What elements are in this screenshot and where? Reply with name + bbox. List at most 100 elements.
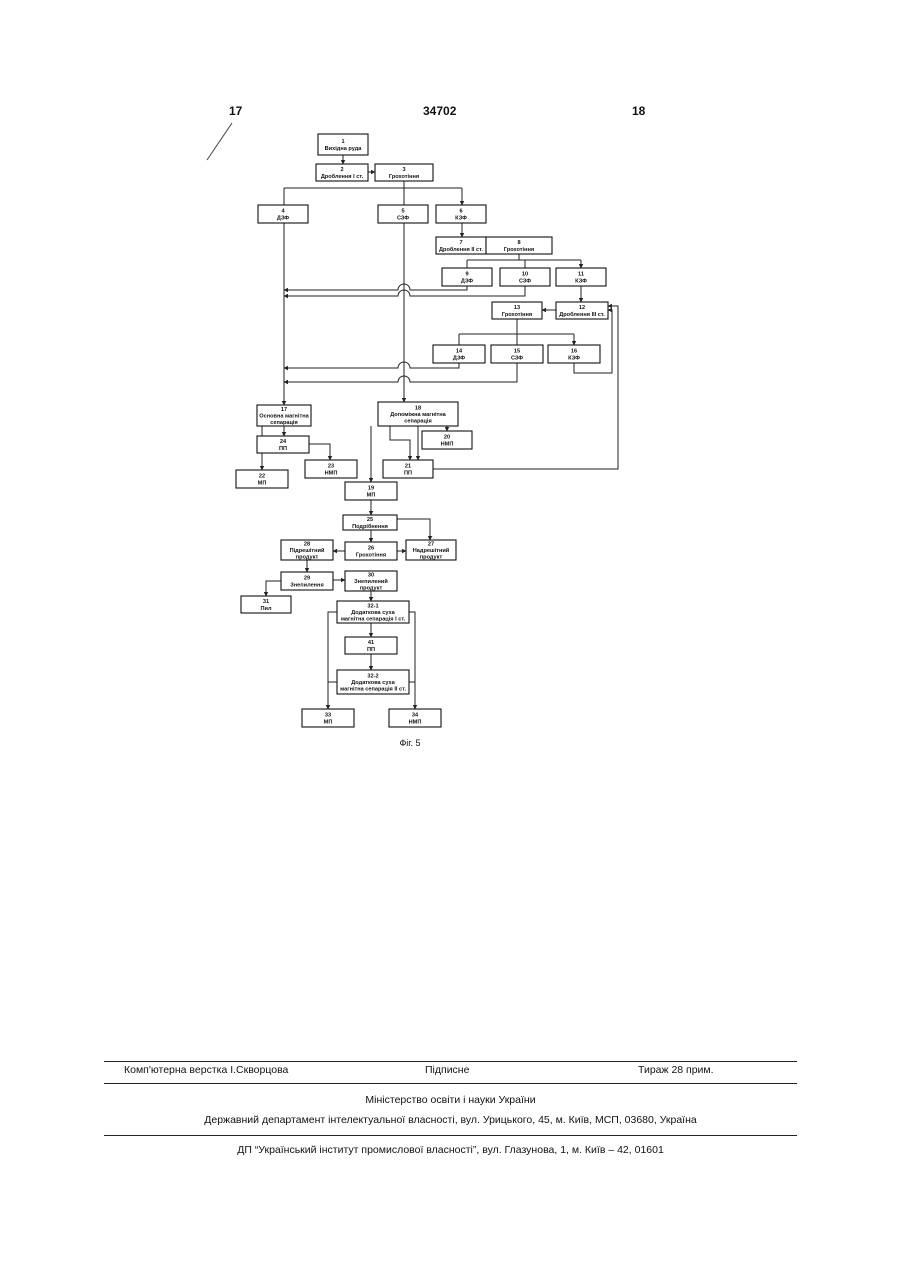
flow-box-number: 23 <box>328 464 334 470</box>
flow-box-label: Дроблення І ст. <box>321 173 364 180</box>
flow-box-label: Грохотіння <box>356 552 386 558</box>
flow-box-label: продукт <box>420 555 443 561</box>
department-line: Державний департамент інтелектуальної вл… <box>0 1114 901 1126</box>
flow-box: 8Грохотіння <box>486 237 552 254</box>
flow-box: 19МП <box>345 482 397 500</box>
flow-connector <box>284 181 462 205</box>
flow-box-number: 7 <box>459 240 462 246</box>
flow-box: 28Підрешітнийпродукт <box>281 540 333 561</box>
flow-box-label: КЗФ <box>455 215 467 221</box>
figure-caption: Фіг. 5 <box>0 738 820 748</box>
flow-box: 31Пил <box>241 596 291 613</box>
flow-box: 24ПП <box>257 436 309 453</box>
flow-box-label: КЗФ <box>568 355 580 361</box>
flow-box-label: Додаткова суха <box>351 680 395 686</box>
flow-box-label: сепарація <box>404 419 432 425</box>
flow-box-label: магнітна сепарація І ст. <box>341 617 406 623</box>
flow-box-label: ПП <box>279 446 287 452</box>
flow-box-number: 16 <box>571 349 577 355</box>
flow-box-label: НМП <box>441 441 454 447</box>
flow-box: 27Надрешітнийпродукт <box>406 540 456 561</box>
flow-box-number: 2 <box>340 167 343 173</box>
flow-box-label: Грохотіння <box>389 174 419 180</box>
flow-box-number: 27 <box>428 541 434 547</box>
flow-box: 33МП <box>302 709 354 727</box>
flow-box-number: 9 <box>465 272 468 278</box>
flow-box-label: ДЗФ <box>277 215 289 221</box>
flow-box-label: СЗФ <box>511 355 523 361</box>
flow-box: 21ПП <box>383 460 433 478</box>
flow-box-number: 32-2 <box>367 673 378 679</box>
flow-box-number: 26 <box>368 546 374 552</box>
flow-box: 7Дроблення ІІ ст. <box>436 237 486 254</box>
flow-box-label: Дроблення ІІІ ст. <box>559 311 605 318</box>
flow-box-number: 21 <box>405 464 411 470</box>
flow-box-number: 8 <box>517 240 520 246</box>
flow-box-label: магнітна сепарація ІІ ст. <box>340 687 406 693</box>
flow-box-label: Надрешітний <box>413 547 450 554</box>
flow-box-number: 1 <box>341 139 344 145</box>
flow-box-number: 32-1 <box>367 603 378 609</box>
flow-box-label: Основна магнітна <box>259 414 309 420</box>
flow-box-number: 15 <box>514 349 520 355</box>
flow-box: 41ПП <box>345 637 397 654</box>
flow-box-label: НМП <box>409 719 422 725</box>
flow-connector <box>266 581 281 596</box>
flow-box-label: ПП <box>367 647 375 653</box>
flow-box: 20НМП <box>422 431 472 449</box>
flow-box-label: МП <box>324 719 333 725</box>
flow-box-label: продукт <box>360 586 383 592</box>
flow-box-label: Подрібнення <box>352 523 388 530</box>
flow-box-label: КЗФ <box>575 278 587 284</box>
ministry-line: Міністерство освіти і науки України <box>0 1094 901 1106</box>
flow-connector <box>409 612 415 709</box>
flow-box-number: 17 <box>281 407 287 413</box>
flow-box-number: 5 <box>401 209 404 215</box>
circulation-note: Тираж 28 прим. <box>638 1064 714 1076</box>
flow-box: 4ДЗФ <box>258 205 308 223</box>
flow-box-number: 30 <box>368 572 374 578</box>
flow-connector <box>467 254 581 268</box>
flow-box-label: Дроблення ІІ ст. <box>439 246 483 253</box>
typesetting-credit: Комп'ютерна верстка І.Скворцова <box>124 1064 288 1076</box>
flow-box: 34НМП <box>389 709 441 727</box>
imprint-rule-top <box>104 1061 797 1062</box>
process-flow-diagram: 1Вихідна руда 2Дроблення І ст. 3Грохотіння… <box>0 0 901 760</box>
flow-box-label: сепарація <box>270 420 298 426</box>
flow-box-label: Підрешітний <box>290 547 325 554</box>
flow-box: 13Грохотіння <box>492 302 542 319</box>
flow-connector <box>309 444 330 460</box>
flow-box-number: 22 <box>259 474 265 480</box>
flow-box-number: 41 <box>368 640 374 646</box>
flow-box-label: МП <box>367 492 376 498</box>
margin-stroke <box>207 123 232 160</box>
flow-box-label: ДЗФ <box>453 355 465 361</box>
imprint-rule-bottom <box>104 1135 797 1136</box>
flow-connector <box>284 284 467 290</box>
flow-box-number: 31 <box>263 599 269 605</box>
flow-box-label: Пил <box>260 606 271 612</box>
flow-box: 14ДЗФ <box>433 345 485 363</box>
flow-box-number: 12 <box>579 305 585 311</box>
flow-box: 5СЗФ <box>378 205 428 223</box>
flow-box-number: 10 <box>522 272 528 278</box>
flow-connector <box>397 519 430 540</box>
flow-box-number: 6 <box>459 209 462 215</box>
flow-box: 15СЗФ <box>491 345 543 363</box>
flow-box: 23НМП <box>305 460 357 478</box>
flow-connector <box>328 612 337 709</box>
institute-line: ДП “Український інститут промислової вла… <box>0 1144 901 1156</box>
flow-box: 18Допоміжна магнітнасепарація <box>378 402 458 426</box>
flow-box: 3Грохотіння <box>375 164 433 181</box>
flow-box-number: 20 <box>444 435 450 441</box>
flow-box: 10СЗФ <box>500 268 550 286</box>
flow-box-label: продукт <box>296 555 319 561</box>
flow-box-number: 24 <box>280 439 287 445</box>
flow-box: 22МП <box>236 470 288 488</box>
flow-box: 30Знепиленийпродукт <box>345 571 397 592</box>
flow-box: 1Вихідна руда <box>318 134 368 155</box>
flow-box: 9ДЗФ <box>442 268 492 286</box>
imprint-rule-middle <box>104 1083 797 1084</box>
signed-note: Підписне <box>425 1064 469 1076</box>
